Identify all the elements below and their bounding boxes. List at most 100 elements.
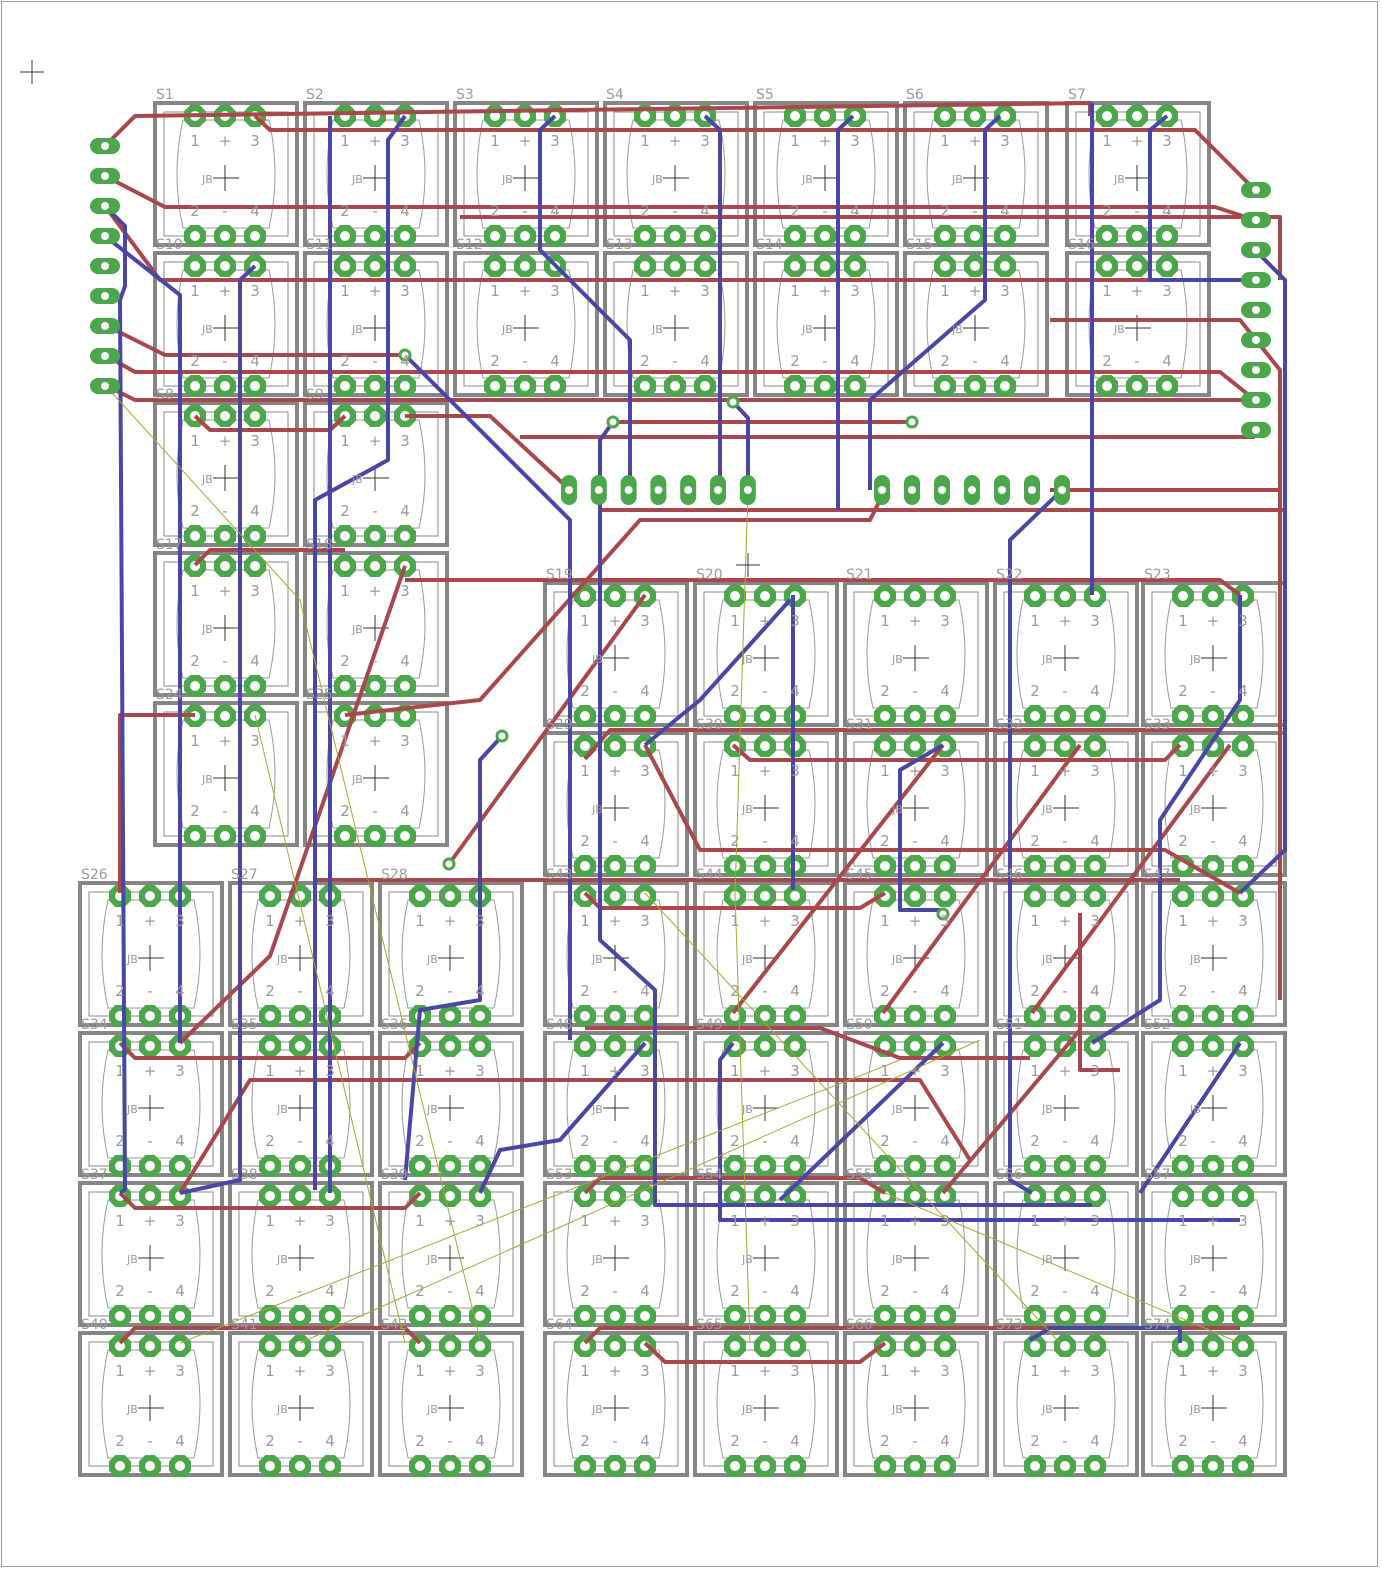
- switch-s30[interactable]: [693, 731, 839, 877]
- pad: [1172, 1005, 1194, 1027]
- switch-s22[interactable]: [993, 581, 1139, 727]
- switch-s6[interactable]: [903, 101, 1049, 247]
- switch-s25[interactable]: [303, 701, 449, 847]
- trace-bottom: [868, 114, 1002, 490]
- pin-label: 2: [880, 1132, 890, 1150]
- middle-header-pin: [561, 475, 577, 505]
- switch-s14[interactable]: [753, 251, 899, 397]
- switch-s9[interactable]: [303, 401, 449, 547]
- switch-s39[interactable]: [378, 1181, 524, 1327]
- switch-s46[interactable]: [993, 881, 1139, 1027]
- pin-label: 1: [1030, 612, 1040, 630]
- package-label: JB: [741, 653, 753, 666]
- trace-bottom: [313, 114, 407, 1190]
- switch-s41[interactable]: [228, 1331, 374, 1477]
- switch-s48[interactable]: [543, 1031, 689, 1177]
- package-label: JB: [1189, 953, 1201, 966]
- switch-s47[interactable]: [1141, 881, 1287, 1027]
- switch-s73[interactable]: [993, 1331, 1139, 1477]
- middle-header-pin: [874, 475, 890, 505]
- switch-s74[interactable]: [1141, 1331, 1287, 1477]
- pad: [784, 1455, 806, 1477]
- switch-s35[interactable]: [228, 1031, 374, 1177]
- pin-label: 4: [850, 202, 860, 220]
- pin-label: +: [1059, 1212, 1072, 1230]
- switch-s5[interactable]: [753, 101, 899, 247]
- package-label: JB: [801, 323, 813, 336]
- switch-s28[interactable]: [378, 881, 524, 1027]
- switch-s38[interactable]: [228, 1181, 374, 1327]
- pad: [634, 225, 656, 247]
- switch-s8[interactable]: [153, 401, 299, 547]
- pad: [484, 375, 506, 397]
- switch-s42[interactable]: [378, 1331, 524, 1477]
- pad: [694, 375, 716, 397]
- switch-label: S28: [381, 867, 408, 883]
- pad: [439, 885, 461, 907]
- switch-label: S5: [756, 87, 774, 103]
- switch-s12[interactable]: [453, 251, 599, 397]
- switch-s17[interactable]: [153, 551, 299, 697]
- trace-bottom: [103, 234, 182, 1043]
- switch-s49[interactable]: [693, 1031, 839, 1177]
- switch-s57[interactable]: [1141, 1181, 1287, 1327]
- pad: [874, 705, 896, 727]
- pin-label: 1: [340, 582, 350, 600]
- switch-s13[interactable]: [603, 251, 749, 397]
- pin-label: 2: [790, 202, 800, 220]
- switch-s34[interactable]: [78, 1031, 224, 1177]
- switch-s66[interactable]: [843, 1331, 989, 1477]
- package-label: JB: [351, 623, 363, 636]
- pin-label: 1: [190, 582, 200, 600]
- pin-label: 2: [880, 1282, 890, 1300]
- switch-s15[interactable]: [903, 251, 1049, 397]
- pin-label: 4: [475, 1282, 485, 1300]
- package-label: JB: [426, 1103, 438, 1116]
- package-label: JB: [1189, 653, 1201, 666]
- switch-s1[interactable]: [153, 101, 299, 247]
- switch-s21[interactable]: [843, 581, 989, 727]
- switch-s65[interactable]: [693, 1331, 839, 1477]
- switch-s29[interactable]: [543, 731, 689, 877]
- pin-label: 3: [790, 1362, 800, 1380]
- pad: [439, 1335, 461, 1357]
- pin-label: +: [909, 762, 922, 780]
- switch-s40[interactable]: [78, 1331, 224, 1477]
- switch-s24[interactable]: [153, 701, 299, 847]
- switch-s18[interactable]: [303, 551, 449, 697]
- switch-label: S50: [846, 1017, 873, 1033]
- switch-s4[interactable]: [603, 101, 749, 247]
- switch-s37[interactable]: [78, 1181, 224, 1327]
- pin-label: -: [297, 1282, 302, 1300]
- switch-label: S40: [81, 1317, 108, 1333]
- switch-s27[interactable]: [228, 881, 374, 1027]
- switch-s32[interactable]: [993, 731, 1139, 877]
- pin-label: 4: [550, 352, 560, 370]
- switch-s3[interactable]: [453, 101, 599, 247]
- switch-s26[interactable]: [78, 881, 224, 1027]
- pin-label: 3: [175, 1062, 185, 1080]
- pin-label: 4: [700, 352, 710, 370]
- switch-s7[interactable]: [1065, 101, 1211, 247]
- switch-s2[interactable]: [303, 101, 449, 247]
- pin-label: +: [669, 282, 682, 300]
- pad: [109, 1455, 131, 1477]
- switch-s23[interactable]: [1141, 581, 1287, 727]
- switch-s10[interactable]: [153, 251, 299, 397]
- pin-label: +: [219, 732, 232, 750]
- switch-s36[interactable]: [378, 1031, 524, 1177]
- switch-s20[interactable]: [693, 581, 839, 727]
- pin-label: 2: [190, 802, 200, 820]
- pin-label: 4: [640, 832, 650, 850]
- switch-s64[interactable]: [543, 1331, 689, 1477]
- switch-s16[interactable]: [1065, 251, 1211, 397]
- switch-s33[interactable]: [1141, 731, 1287, 877]
- switch-s31[interactable]: [843, 731, 989, 877]
- pad: [409, 1335, 431, 1357]
